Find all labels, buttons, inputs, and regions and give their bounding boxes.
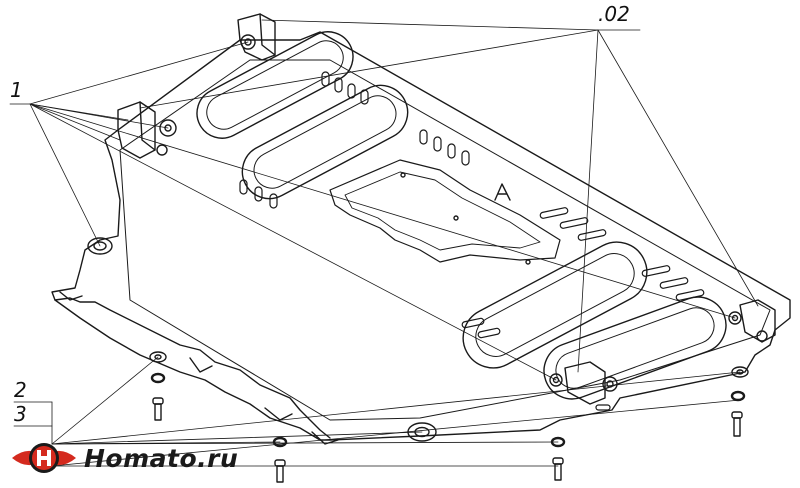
leader-lines-2-3 — [13, 356, 741, 467]
bolt-1 — [152, 397, 164, 421]
callout-part-1: 1 — [10, 78, 23, 102]
mounting-bracket-front-left — [117, 101, 177, 159]
marking-a — [494, 183, 511, 201]
brand-name: Homato.ru — [84, 443, 239, 473]
bolt-4 — [552, 457, 564, 481]
bolt-2 — [731, 411, 743, 437]
callout-part-02: .02 — [598, 2, 630, 26]
central-depression — [329, 159, 561, 263]
plate-inner-edge — [119, 59, 771, 421]
skid-plate-outline — [51, 31, 791, 441]
spring-washer-1 — [150, 372, 166, 384]
front-flange-tab-1 — [59, 291, 83, 301]
spring-washer-2 — [730, 390, 746, 402]
callout-part-3: 3 — [14, 402, 27, 426]
washer-1 — [149, 351, 167, 363]
bolt-3 — [274, 459, 286, 483]
callout-part-2: 2 — [14, 378, 27, 402]
front-flange-tab-4 — [311, 431, 339, 445]
vent-slots — [239, 71, 705, 411]
central-depression-inner — [344, 171, 541, 251]
brand-logo: Homato.ru — [10, 436, 238, 480]
mounting-boss-left — [87, 237, 113, 255]
mounting-bracket-front-right — [549, 361, 618, 405]
leader-lines-1 — [9, 41, 736, 381]
mounting-bracket-rear-right — [728, 299, 776, 343]
front-flange — [54, 297, 331, 439]
front-flange-tab-2 — [189, 357, 213, 373]
winged-h-emblem-icon — [12, 443, 76, 473]
stiffening-ribs — [196, 31, 727, 400]
mounting-bracket-rear-left — [237, 13, 276, 61]
front-flange-tab-3 — [264, 407, 293, 421]
leader-lines-02 — [139, 19, 759, 373]
